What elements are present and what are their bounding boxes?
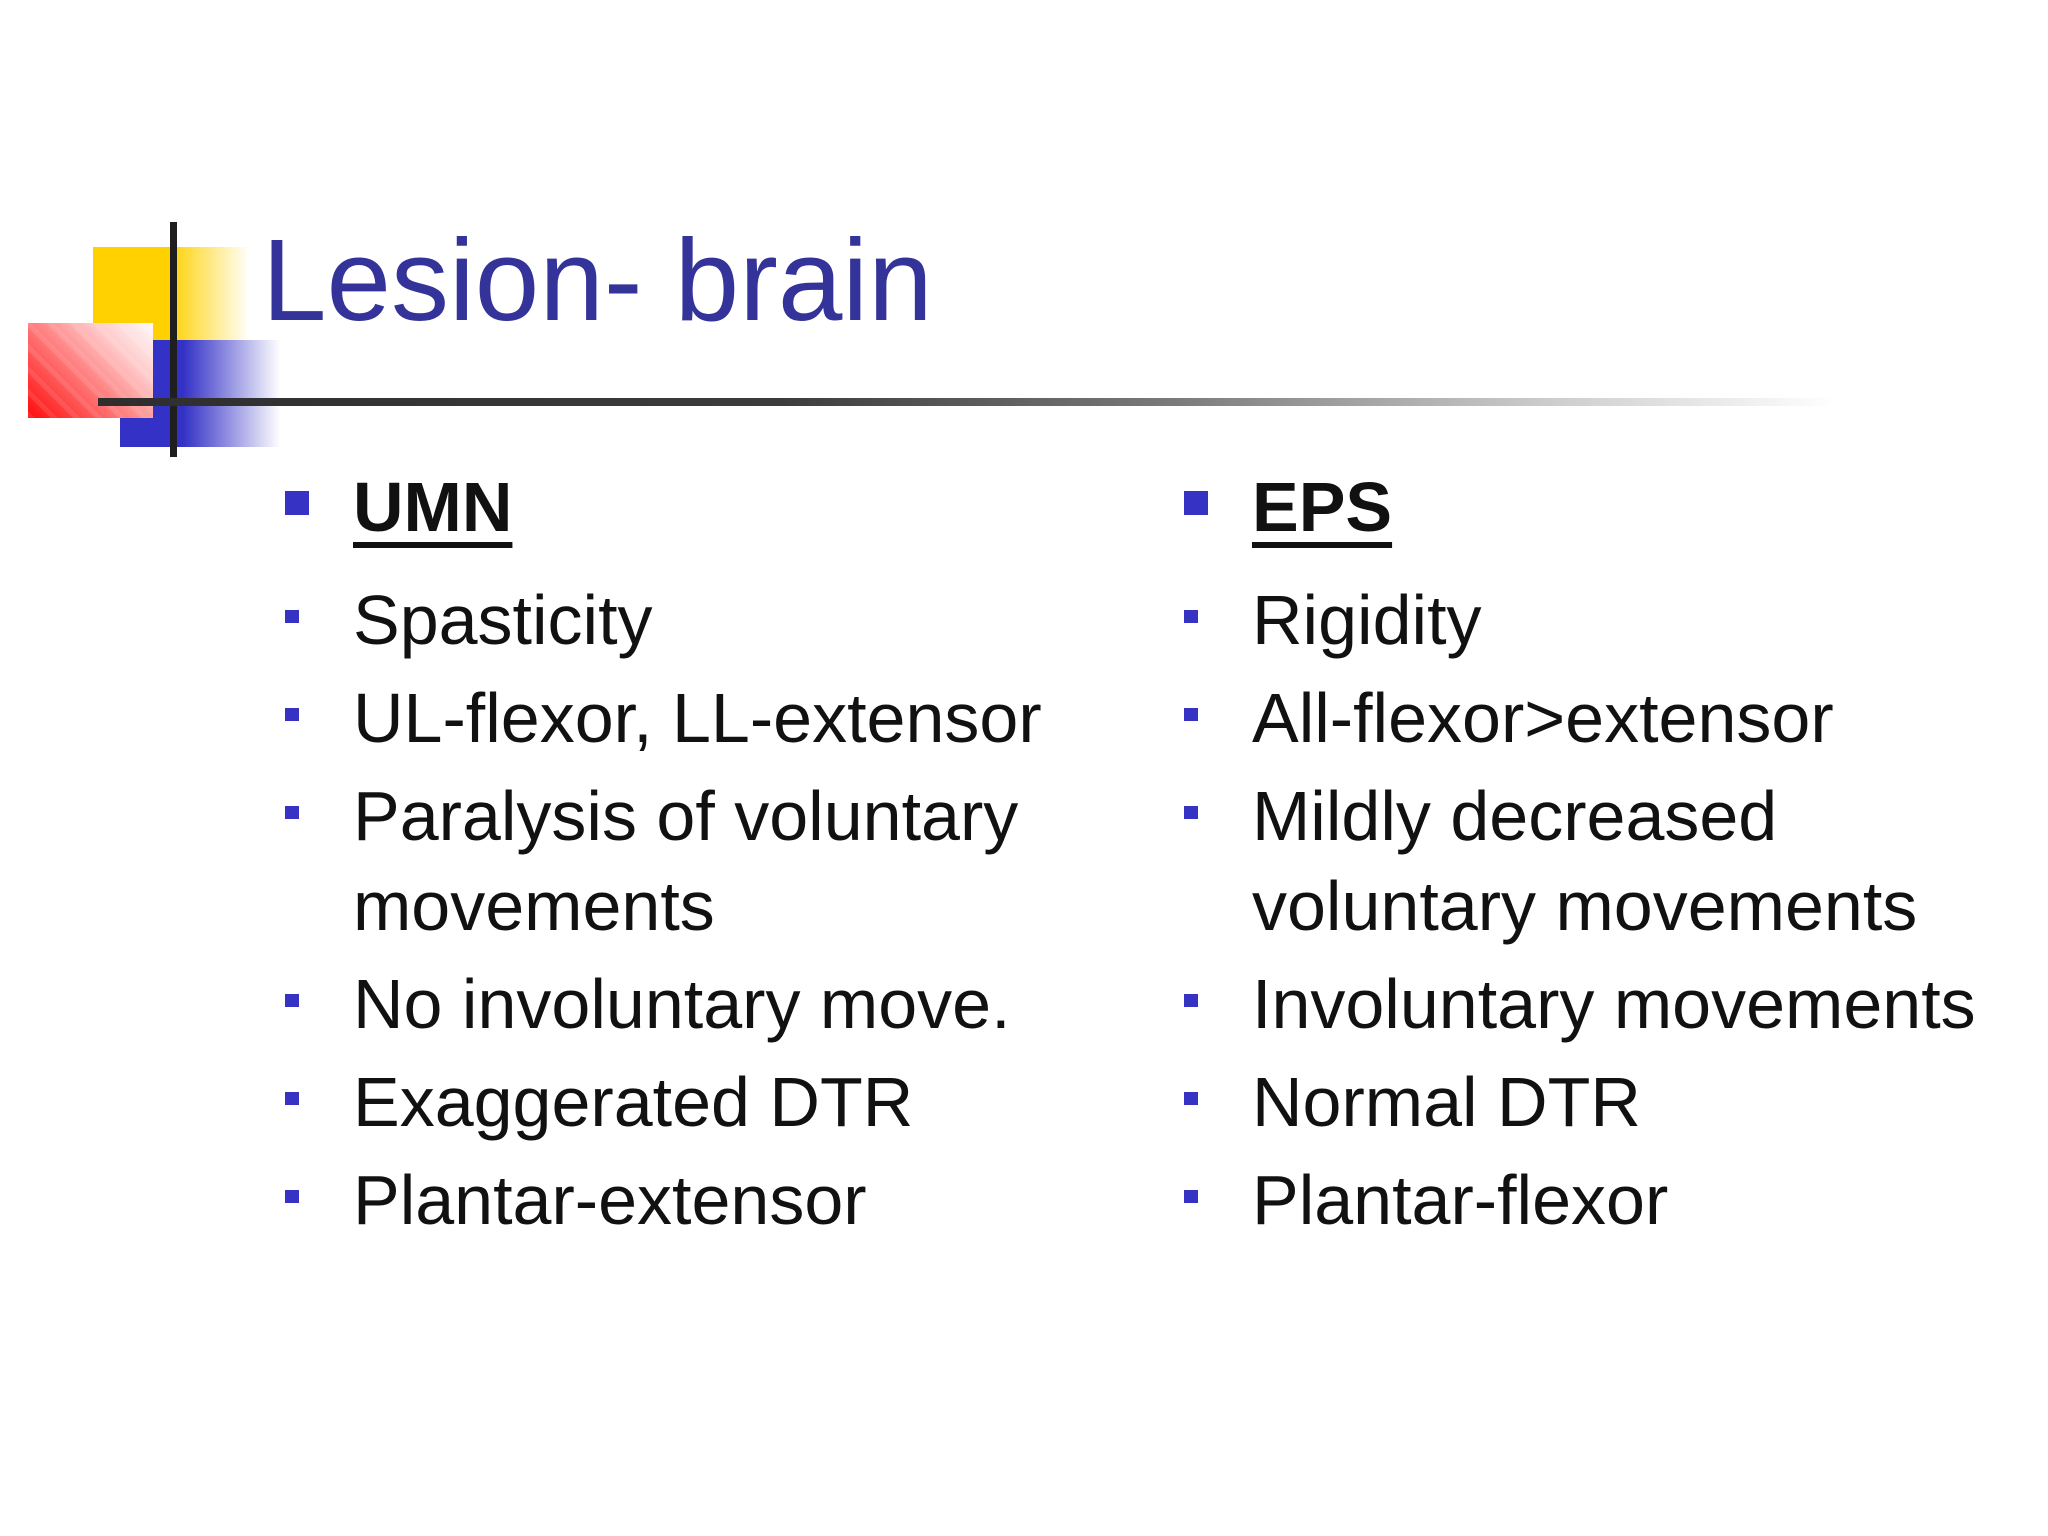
list-item: UL-flexor, LL-extensor [285, 673, 1075, 763]
list-item: Spasticity [285, 575, 1075, 665]
list-item: Rigidity [1184, 575, 1984, 665]
list-item-text: Plantar-extensor [353, 1161, 867, 1239]
list-item-heading: EPS [1184, 462, 1984, 552]
title-underline-rule [98, 398, 1890, 406]
list-item-text: Mildly decreased voluntary movements [1252, 777, 1918, 945]
list-item: Normal DTR [1184, 1057, 1984, 1147]
square-bullet-icon [285, 610, 299, 623]
square-bullet-icon [285, 708, 299, 721]
list-item-text: Spasticity [353, 581, 653, 659]
square-bullet-icon [285, 994, 299, 1007]
list-item-text: UL-flexor, LL-extensor [353, 679, 1042, 757]
square-bullet-icon [1184, 1092, 1198, 1105]
list-item-heading: UMN [285, 462, 1075, 552]
square-bullet-icon [1184, 1190, 1198, 1203]
list-item: Plantar-flexor [1184, 1155, 1984, 1245]
square-bullet-icon [285, 806, 299, 819]
heading-label: UMN [353, 468, 513, 546]
column-umn: UMN Spasticity UL-flexor, LL-extensor Pa… [285, 462, 1075, 1253]
square-bullet-icon [285, 1190, 299, 1203]
list-item: No involuntary move. [285, 959, 1075, 1049]
list-item-text: Normal DTR [1252, 1063, 1641, 1141]
square-bullet-icon [1184, 610, 1198, 623]
list-item: All-flexor>extensor [1184, 673, 1984, 763]
list-item-text: Exaggerated DTR [353, 1063, 914, 1141]
decor-vertical-line [170, 222, 177, 457]
list-item-text: No involuntary move. [353, 965, 1011, 1043]
square-bullet-icon [285, 491, 309, 515]
heading-label: EPS [1252, 468, 1393, 546]
square-bullet-icon [285, 1092, 299, 1105]
square-bullet-icon [1184, 806, 1198, 819]
square-bullet-icon [1184, 994, 1198, 1007]
list-item-text: Involuntary movements [1252, 965, 1976, 1043]
list-item-text: Paralysis of voluntary movements [353, 777, 1019, 945]
list-item: Exaggerated DTR [285, 1057, 1075, 1147]
list-item: Mildly decreased voluntary movements [1184, 771, 1984, 951]
list-item: Involuntary movements [1184, 959, 1984, 1049]
list-item-text: Rigidity [1252, 581, 1482, 659]
list-item-text: Plantar-flexor [1252, 1161, 1669, 1239]
column-eps: EPS Rigidity All-flexor>extensor Mildly … [1184, 462, 1984, 1253]
list-item: Paralysis of voluntary movements [285, 771, 1075, 951]
slide-title: Lesion- brain [262, 215, 933, 345]
square-bullet-icon [1184, 708, 1198, 721]
square-bullet-icon [1184, 491, 1208, 515]
list-item: Plantar-extensor [285, 1155, 1075, 1245]
list-item-text: All-flexor>extensor [1252, 679, 1834, 757]
